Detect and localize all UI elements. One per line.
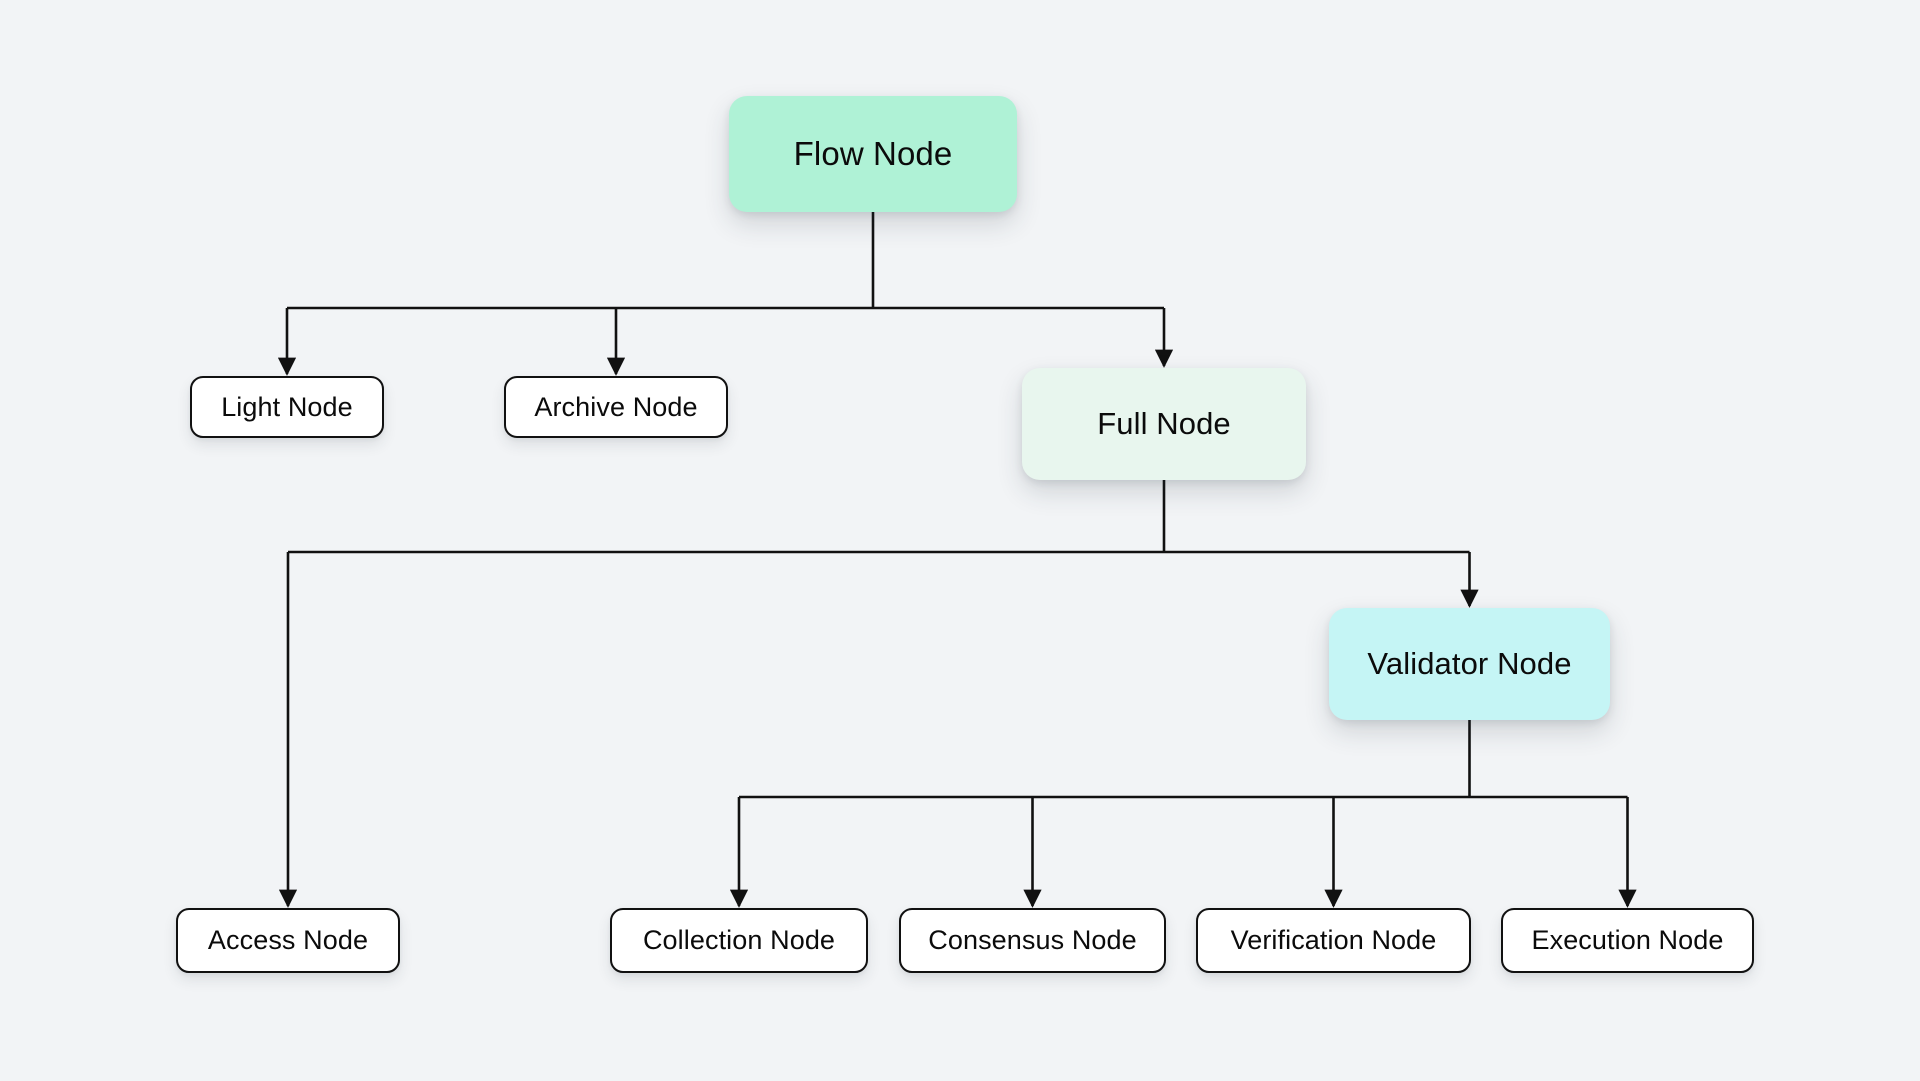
node-access[interactable]: Access Node — [176, 908, 400, 973]
node-archive[interactable]: Archive Node — [504, 376, 728, 438]
node-label: Collection Node — [643, 925, 835, 956]
node-label: Flow Node — [794, 135, 953, 173]
node-full[interactable]: Full Node — [1022, 368, 1306, 480]
node-execution[interactable]: Execution Node — [1501, 908, 1754, 973]
node-label: Consensus Node — [928, 925, 1137, 956]
node-label: Verification Node — [1231, 925, 1437, 956]
node-label: Access Node — [208, 925, 368, 956]
node-verification[interactable]: Verification Node — [1196, 908, 1471, 973]
node-flow[interactable]: Flow Node — [729, 96, 1017, 212]
node-light[interactable]: Light Node — [190, 376, 384, 438]
node-label: Validator Node — [1367, 646, 1571, 682]
node-collection[interactable]: Collection Node — [610, 908, 868, 973]
node-consensus[interactable]: Consensus Node — [899, 908, 1166, 973]
node-validator[interactable]: Validator Node — [1329, 608, 1610, 720]
node-label: Archive Node — [534, 392, 697, 423]
node-label: Execution Node — [1531, 925, 1723, 956]
node-label: Light Node — [221, 392, 353, 423]
node-label: Full Node — [1097, 406, 1231, 442]
